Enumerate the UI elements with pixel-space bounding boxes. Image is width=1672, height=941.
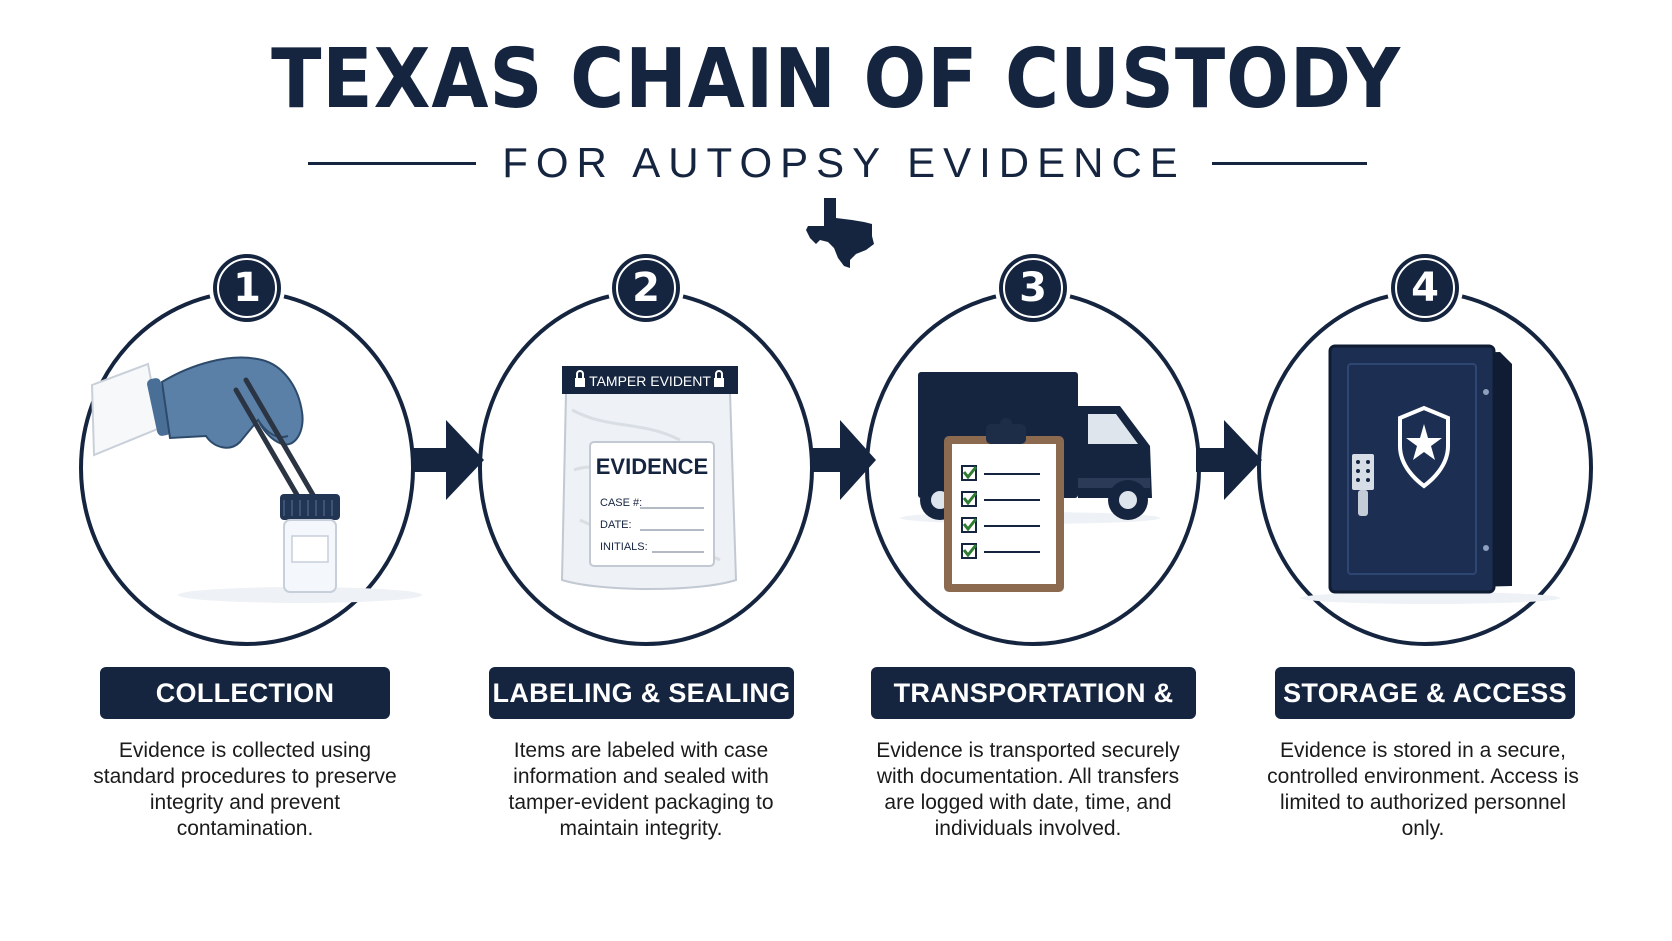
safe-icon <box>1300 344 1560 604</box>
checkbox-icon <box>961 465 1040 481</box>
arrow-right-icon <box>1196 420 1262 500</box>
step-1-number: 1 <box>233 265 261 311</box>
step-4-number: 4 <box>1411 265 1439 311</box>
step-1-description: Evidence is collected using standard pro… <box>93 739 397 840</box>
bag-field-case: CASE #: <box>600 497 642 509</box>
truck-clipboard-icon <box>900 372 1160 592</box>
subtitle-divider-right <box>1212 162 1367 165</box>
step-4-description: Evidence is stored in a secure, controll… <box>1267 739 1579 840</box>
step-3-label: TRANSPORTATION & LOG <box>871 667 1196 760</box>
page-title: TEXAS CHAIN OF CUSTODY <box>271 32 1401 127</box>
checkbox-icon <box>961 517 1040 533</box>
step-2-number: 2 <box>632 265 660 311</box>
page-subtitle: FOR AUTOPSY EVIDENCE <box>502 139 1186 186</box>
arrow-right-icon <box>810 420 876 500</box>
bag-field-initials: INITIALS: <box>600 541 648 553</box>
gloved-hand-tweezers-icon <box>90 356 422 603</box>
texas-state-icon <box>806 198 874 268</box>
step-1-label: COLLECTION <box>100 667 390 719</box>
evidence-bag-icon: TAMPER EVIDENT EVIDENCE CASE #: DATE: IN… <box>560 366 738 590</box>
bag-field-date: DATE: <box>600 519 632 531</box>
arrow-right-icon <box>412 420 484 500</box>
bag-banner-text: TAMPER EVIDENT <box>589 373 711 389</box>
step-2-label: LABELING & SEALING <box>489 667 794 719</box>
subtitle-divider-left <box>308 162 476 165</box>
step-3-description: Evidence is transported securely with do… <box>876 739 1180 840</box>
subtitle-row: FOR AUTOPSY EVIDENCE <box>0 138 1672 188</box>
lock-icon <box>714 370 724 387</box>
checkbox-icon <box>961 491 1040 507</box>
lock-icon <box>575 370 585 387</box>
bag-label-title: EVIDENCE <box>596 454 708 479</box>
step-3-number: 3 <box>1019 265 1047 311</box>
step-4-label: STORAGE & ACCESS <box>1275 667 1575 719</box>
step-2-description: Items are labeled with case information … <box>508 739 774 840</box>
checkbox-icon <box>961 543 1040 559</box>
